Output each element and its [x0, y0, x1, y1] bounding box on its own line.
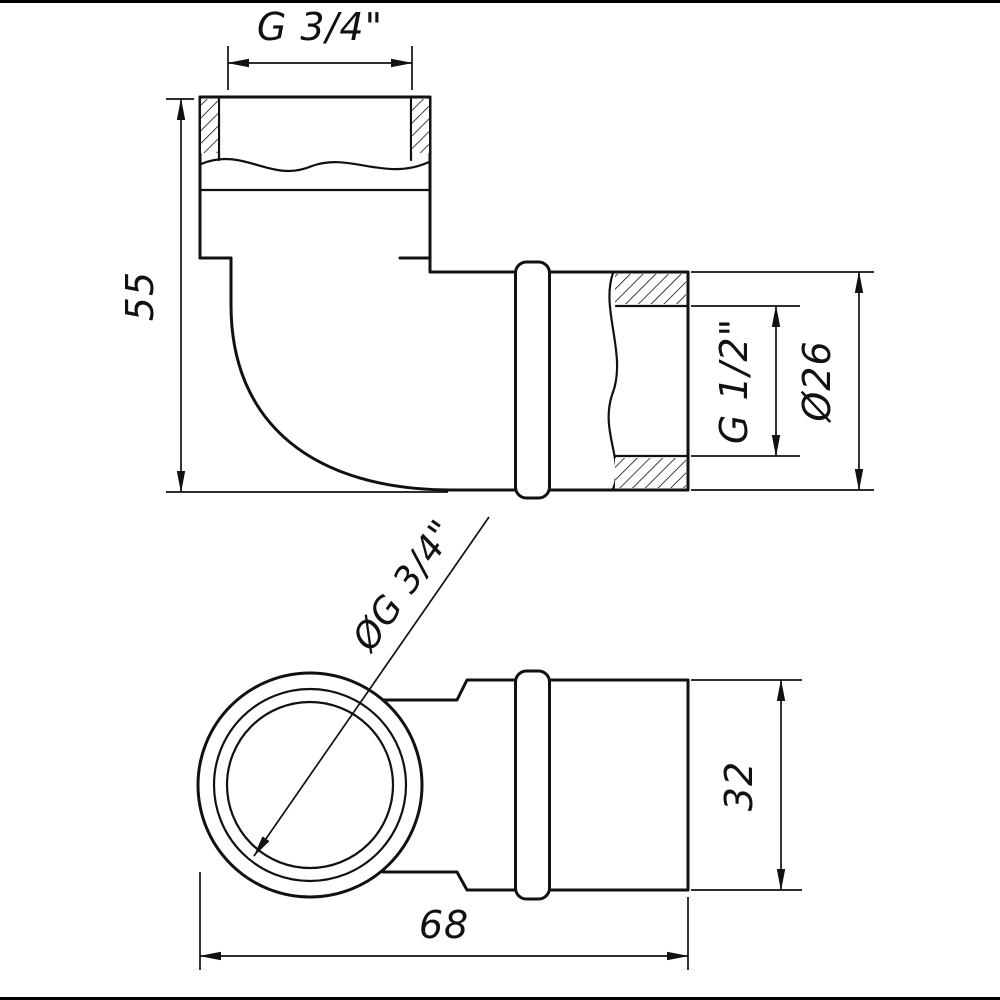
flange-thread-leader: [253, 516, 490, 857]
dim-overall-height-label: 55: [118, 271, 162, 321]
dim-top-thread-label: G 3/4": [257, 5, 383, 49]
dim-side-thread-label: G 1/2": [712, 318, 756, 444]
flange-outer-circle: [196, 671, 424, 899]
top-border-bar: [0, 0, 1000, 3]
male-thread-hatch-bottom: [615, 458, 686, 488]
side-view-dimensions: G 3/4" 55 G 1/2" Ø26: [118, 5, 874, 493]
flange-inner-circle: [225, 700, 395, 870]
flange-middle-circle: [212, 687, 408, 883]
dim-flange-thread-label: ØG 3/4": [344, 513, 464, 660]
press-collar-bottom: [514, 669, 551, 901]
bottom-view-outline: [196, 669, 690, 901]
elbow-outer-wall: [229, 256, 517, 492]
dim-overall-length-label: 68: [419, 903, 469, 947]
socket-thread-hatch-right: [412, 99, 429, 153]
dim-body-width-label: 32: [717, 761, 761, 811]
elbow-neck: [428, 256, 517, 274]
dim-outer-diameter-label: Ø26: [795, 340, 839, 423]
socket-thread-hatch-left: [201, 99, 218, 153]
side-view-outline: [198, 95, 690, 500]
male-thread-hatch-top: [615, 274, 686, 304]
press-collar-side: [514, 260, 551, 500]
bottom-view-dimensions: ØG 3/4" 32 68: [199, 513, 802, 970]
bottom-border-bar: [0, 997, 1000, 1000]
socket-break-line: [199, 158, 431, 172]
